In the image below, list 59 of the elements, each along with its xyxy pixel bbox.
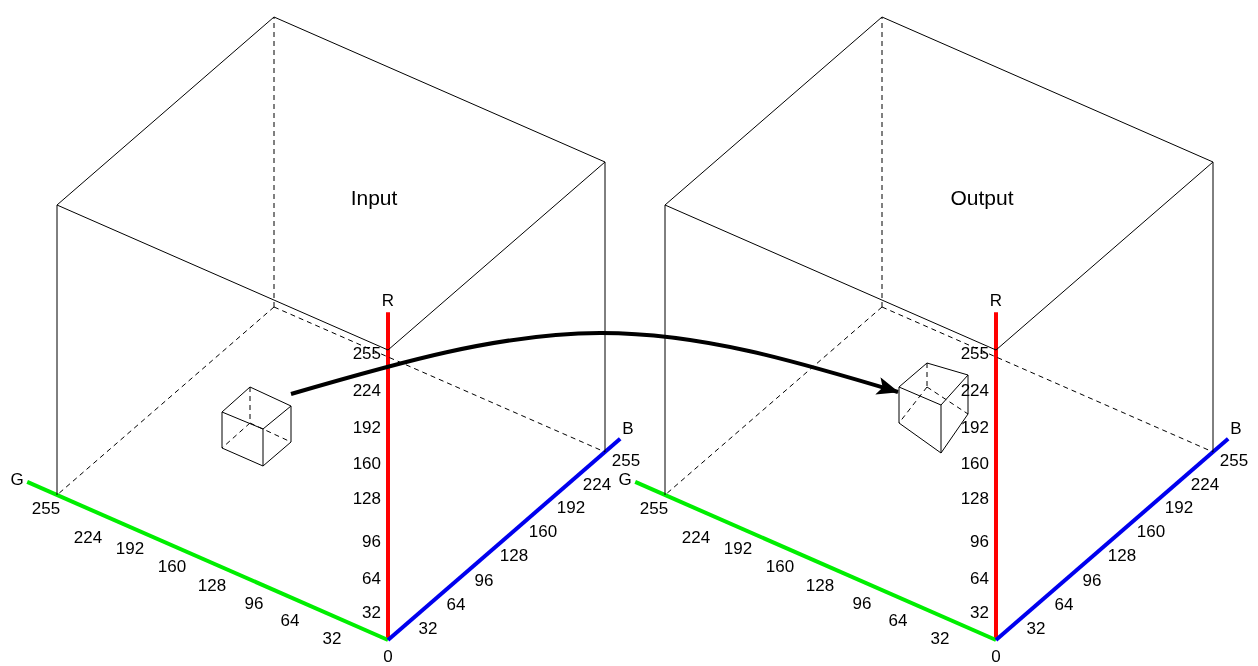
tick-label: 64: [446, 595, 466, 613]
tick-label: 96: [362, 532, 381, 550]
axis-label: G: [10, 470, 24, 488]
axis-label: R: [381, 291, 395, 309]
tick-label: 64: [888, 611, 908, 629]
tick-label: 64: [970, 569, 989, 587]
curved-arrow: [290, 331, 899, 396]
tick-label: 224: [352, 381, 381, 399]
tick-label: 255: [611, 451, 641, 469]
tick-label: 64: [280, 611, 300, 629]
tick-label: 96: [244, 594, 264, 612]
tick-label: 160: [1136, 522, 1166, 540]
tick-label: 192: [960, 418, 989, 436]
tick-label: 224: [73, 528, 103, 546]
tick-label: 160: [352, 454, 381, 472]
tick-label: 192: [1164, 498, 1194, 516]
tick-label: 192: [556, 498, 586, 516]
tick-label: 128: [499, 546, 529, 564]
tick-label: 224: [681, 528, 711, 546]
cube-title: Input: [350, 186, 398, 210]
tick-label: 255: [352, 344, 381, 362]
tick-label: 160: [157, 557, 187, 575]
tick-label: 32: [970, 603, 989, 621]
tick-label: 32: [418, 619, 438, 637]
tick-label: 64: [362, 569, 381, 587]
tick-label: 128: [805, 576, 835, 594]
tick-label: 96: [970, 532, 989, 550]
tick-label: 160: [765, 557, 795, 575]
tick-label: 255: [31, 499, 61, 517]
tick-label: 192: [115, 539, 145, 557]
tick-label: 32: [322, 629, 342, 647]
tick-label: 192: [723, 539, 753, 557]
tick-label: 32: [362, 603, 381, 621]
tick-label: 255: [1219, 451, 1249, 469]
tick-label: 96: [852, 594, 872, 612]
origin-label: 0: [991, 647, 1001, 665]
axis-label: G: [618, 470, 632, 488]
tick-label: 128: [352, 489, 381, 507]
origin-label: 0: [383, 647, 393, 665]
tick-label: 255: [639, 499, 669, 517]
tick-label: 128: [1107, 546, 1137, 564]
tick-label: 32: [1026, 619, 1046, 637]
tick-label: 64: [1054, 595, 1074, 613]
tick-label: 160: [528, 522, 558, 540]
tick-label: 96: [1082, 571, 1102, 589]
tick-label: 128: [960, 489, 989, 507]
tick-label: 224: [1190, 475, 1220, 493]
tick-label: 32: [930, 629, 950, 647]
tick-label: 96: [474, 571, 494, 589]
axis-label: B: [1230, 419, 1242, 437]
tick-label: 160: [960, 454, 989, 472]
tick-label: 224: [582, 475, 612, 493]
cube-title: Output: [950, 186, 1014, 210]
tick-label: 255: [960, 344, 989, 362]
tick-label: 224: [960, 381, 989, 399]
axis-label: B: [622, 419, 634, 437]
tick-label: 128: [197, 576, 227, 594]
tick-label: 192: [352, 418, 381, 436]
axis-label: R: [989, 291, 1003, 309]
